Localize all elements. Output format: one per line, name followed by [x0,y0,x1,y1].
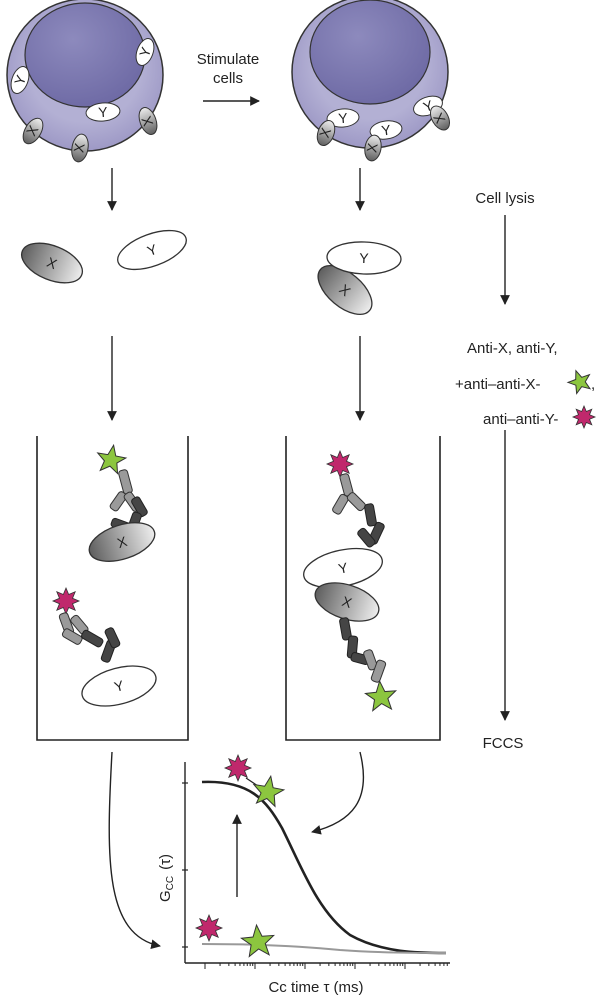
receptor-x-label: X [70,141,87,154]
receptor-y: Y [369,120,403,140]
complexed-molecule-x: X [317,265,373,315]
y-label-arg: (τ) [157,854,174,870]
captured-molecule-x: X [88,522,156,562]
stimulate-label: Stimulate [197,51,260,68]
secondary-antibody-light [58,612,89,645]
receptor-y: Y [135,38,155,66]
receptor-x: X [138,107,158,135]
green-fluorophore-star-icon [252,774,286,808]
green-fluorophore-star-icon [364,679,398,712]
receptor-x: X [363,134,382,162]
molecule-y-label: Y [359,250,370,266]
svg-text:GCC(τ): GCC (τ) [157,854,176,902]
y-label-main: G [157,890,174,902]
free-molecule-y: Y [117,229,187,271]
secondary-antibody-light [363,649,387,683]
unstimulated-cell: Y Y Y X X X [6,0,164,163]
plot-y-label: GCC (τ) [157,854,176,902]
fccs-label: FCCS [483,735,524,752]
captured-molecule-y: Y [81,665,157,707]
magenta-fluorophore-burst-icon [223,753,253,783]
magenta-fluorophore-burst-icon [325,449,355,479]
complexed-molecule-y: Y [326,241,402,275]
cross-correlation-curve-high [201,780,447,955]
receptor-y: Y [85,102,121,122]
reagents-label-3: anti–anti-Y- [483,411,558,428]
receptor-y: Y [10,66,30,94]
reagents-label-2-suffix: , [591,376,595,393]
magenta-fluorophore-burst-icon [194,913,224,943]
cell-lysis-label: Cell lysis [475,190,534,207]
stimulated-cell: Y X Y X Y X [291,0,450,162]
complex-molecule-x: X [314,582,380,622]
green-fluorophore-star-icon [96,443,128,475]
y-label-sub: CC [165,876,176,890]
stimulate-label-2: cells [213,70,243,87]
molecule-y-label: Y [337,559,350,577]
receptor-y-label: Y [380,121,392,138]
green-fluorophore-star-icon [566,369,592,395]
left-to-plot-arrow [108,751,161,950]
receptor-x-label: X [363,141,380,154]
receptor-y-label: Y [98,104,109,121]
reagents-label-2: +anti–anti-X- [455,376,540,393]
magenta-fluorophore-burst-icon [51,586,81,616]
cross-correlation-curve-low [201,943,447,954]
receptor-x: X [430,105,450,131]
primary-antibody-dark [357,503,385,548]
green-fluorophore-star-icon [239,923,276,958]
receptor-x: X [316,119,336,147]
fccs-plot: GCC (τ) Cc time τ (ms) [157,753,450,996]
right-to-plot-arrow [311,751,365,835]
secondary-antibody-light [332,473,366,515]
receptor-x: X [70,133,89,163]
primary-antibody-dark [81,627,121,663]
plot-x-label: Cc time τ (ms) [268,979,363,996]
free-molecule-x: X [21,242,83,284]
complex-molecule-y: Y [303,547,383,589]
plot-x-ticks [204,963,448,969]
primary-antibody-dark [339,617,370,666]
reagents-label-1: Anti-X, anti-Y, [467,340,558,357]
magenta-fluorophore-burst-icon [571,404,597,430]
receptor-y-label: Y [338,110,349,127]
right-sample-well [285,436,441,741]
left-sample-well [36,436,189,741]
receptor-x: X [22,117,44,145]
receptor-y: Y [326,108,360,128]
